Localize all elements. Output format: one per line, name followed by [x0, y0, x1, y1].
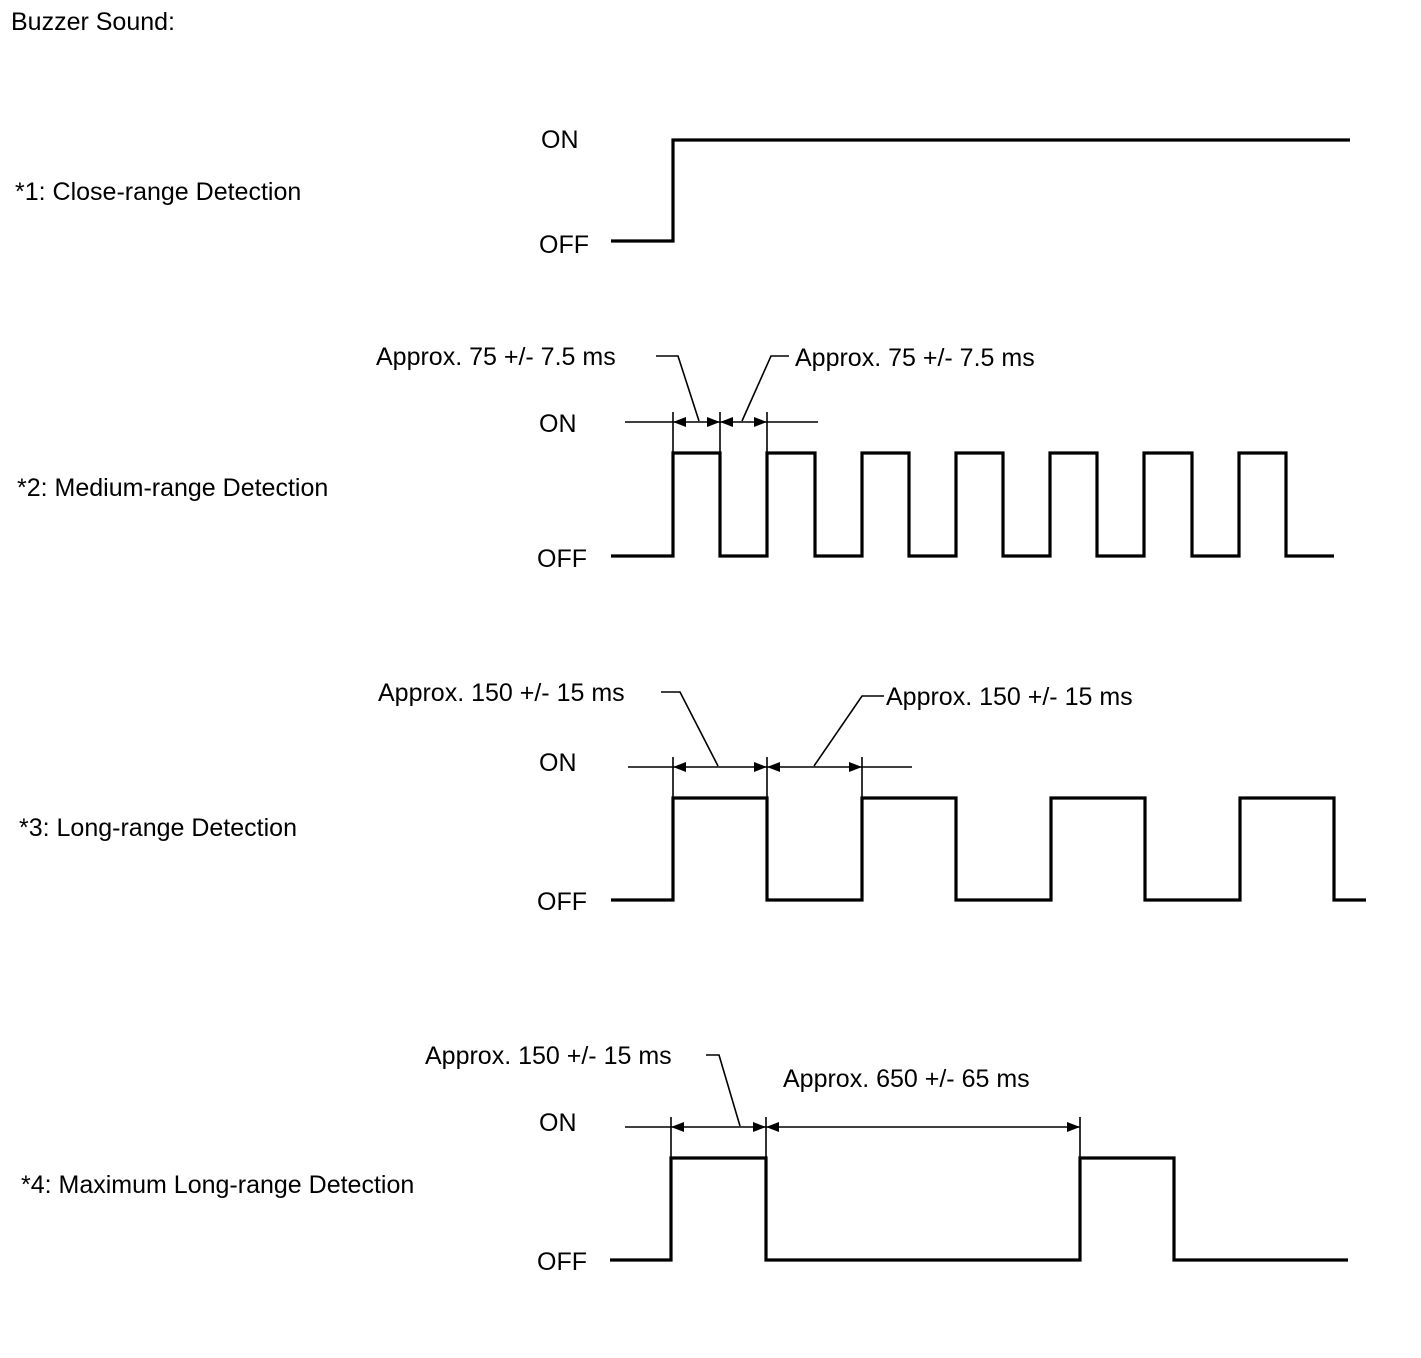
- leader-line: [813, 695, 884, 767]
- off-level-label: OFF: [537, 888, 587, 916]
- leader-line: [656, 355, 700, 422]
- on-level-label: ON: [541, 126, 579, 154]
- on-level-label: ON: [539, 410, 577, 438]
- arrowhead-icon: [753, 1122, 766, 1132]
- annotation-off-duration: Approx. 650 +/- 65 ms: [783, 1065, 1030, 1093]
- page-title: Buzzer Sound:: [11, 8, 175, 36]
- diagram-label: *3: Long-range Detection: [19, 814, 297, 842]
- diagram-medium-range: *2: Medium-range Detection ON OFF Approx…: [17, 343, 1334, 573]
- waveform: [610, 1156, 1348, 1262]
- on-level-label: ON: [539, 749, 577, 777]
- annotation-off-duration: Approx. 75 +/- 7.5 ms: [795, 344, 1035, 372]
- leader-line: [741, 355, 789, 422]
- diagram-close-range: *1: Close-range Detection ON OFF: [15, 126, 1350, 259]
- arrowhead-icon: [849, 762, 862, 772]
- arrowhead-icon: [754, 762, 767, 772]
- arrowhead-icon: [767, 762, 780, 772]
- waveform: [611, 138, 1350, 243]
- diagram-long-range: *3: Long-range Detection ON OFF Approx. …: [19, 679, 1366, 916]
- annotation-off-duration: Approx. 150 +/- 15 ms: [886, 683, 1133, 711]
- off-level-label: OFF: [537, 545, 587, 573]
- arrowhead-icon: [1067, 1122, 1080, 1132]
- annotation-on-duration: Approx. 75 +/- 7.5 ms: [376, 343, 616, 371]
- on-level-label: ON: [539, 1109, 577, 1137]
- leader-line: [661, 691, 719, 767]
- arrowhead-icon: [673, 762, 686, 772]
- arrowhead-icon: [766, 1122, 779, 1132]
- annotation-on-duration: Approx. 150 +/- 15 ms: [378, 679, 625, 707]
- annotation-on-duration: Approx. 150 +/- 15 ms: [425, 1042, 672, 1070]
- arrowhead-icon: [720, 417, 733, 427]
- arrowhead-icon: [754, 417, 767, 427]
- waveform: [611, 451, 1334, 558]
- diagram-maximum-long-range: *4: Maximum Long-range Detection ON OFF …: [21, 1042, 1348, 1276]
- leader-line: [706, 1054, 741, 1127]
- off-level-label: OFF: [539, 231, 589, 259]
- diagram-label: *4: Maximum Long-range Detection: [21, 1171, 414, 1199]
- off-level-label: OFF: [537, 1248, 587, 1276]
- diagram-label: *1: Close-range Detection: [15, 178, 301, 206]
- diagram-label: *2: Medium-range Detection: [17, 474, 328, 502]
- waveform: [611, 796, 1366, 902]
- arrowhead-icon: [707, 417, 720, 427]
- arrowhead-icon: [673, 417, 686, 427]
- arrowhead-icon: [671, 1122, 684, 1132]
